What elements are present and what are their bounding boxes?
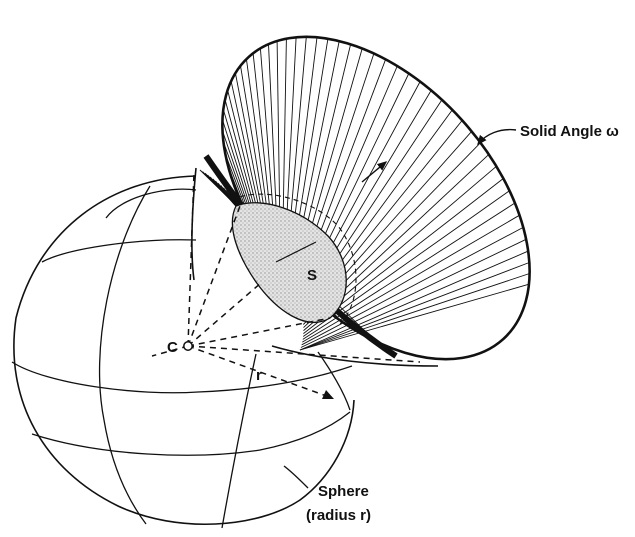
sphere-meridian-right [222,354,256,528]
center-label: C [167,339,178,356]
surface-patch [232,194,356,326]
sphere-latitude-upper [42,240,196,262]
sphere-leader [284,466,308,488]
sphere-radius-label: (radius r) [306,507,371,524]
solid-angle-label: Solid Angle ω [520,123,619,140]
solid-angle-leader [478,130,516,144]
radius-label: r [256,367,262,384]
sphere-latitude-lower [32,412,350,455]
cone-rays [200,37,530,350]
sphere-equator [12,362,352,393]
sphere-meridian-left [100,186,150,524]
sphere-label: Sphere [318,483,369,500]
surface-patch-area [232,203,346,323]
dashed-line-up [188,172,194,346]
cone-base-ellipse [163,0,590,417]
sphere-cap-arc [106,189,196,218]
center-point [184,342,192,350]
surface-label: S [307,267,317,284]
cone [163,0,590,417]
dashed-line-patch-bottom [188,318,330,346]
dashed-line-patch-top [188,206,240,346]
